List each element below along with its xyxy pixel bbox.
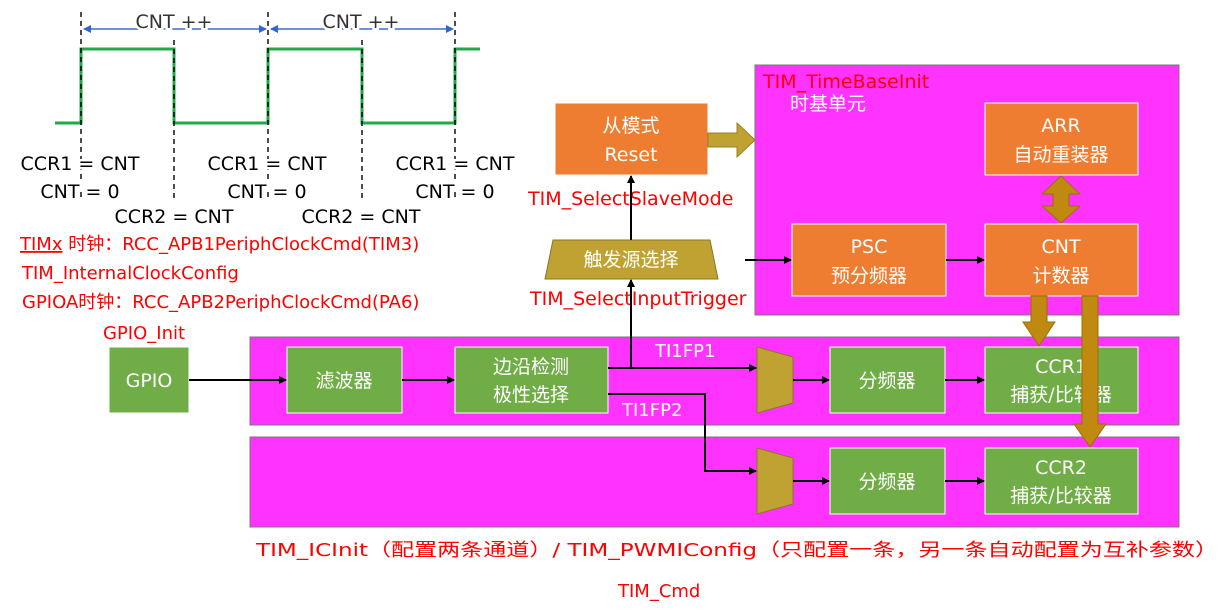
gpio-init-note: GPIO_Init [103,323,185,344]
timebase-unit-title: 时基单元 [790,93,866,115]
arr-label: ARR [1041,115,1080,137]
prescaler1-label: 分频器 [858,370,915,392]
psc-label: PSC [851,236,888,258]
slave-mode-reset-label: Reset [604,144,657,166]
arr-cnt-double-arrow [1040,175,1082,224]
channel2-mux [756,447,794,515]
filter-label: 滤波器 [315,370,372,392]
prescaler2-label: 分频器 [858,471,915,493]
internal-clock-note: TIM_InternalClockConfig [21,263,239,284]
ti1fp1-label: TI1FP1 [654,341,715,362]
slave-to-timebase-arrow [707,121,756,159]
ti1fp2-label: TI1FP2 [621,400,682,421]
slave-mode-label: 从模式 [602,115,659,137]
cnt-to-ccr2-arrow [1073,295,1107,448]
cnt-reset-label: CNT = 0 [40,181,119,203]
ccr2-capture-label: CCR2 = CNT [115,206,234,228]
psc-subtitle: 预分频器 [831,265,907,287]
arr-subtitle: 自动重装器 [1013,144,1108,166]
cnt-to-ccr1-arrow [1022,295,1056,347]
prescaler1-block [829,346,946,414]
channel1-mux [756,346,794,414]
edge-detect-label: 边沿检测 [493,356,569,378]
ccr1-label: CCR1 [1035,356,1087,378]
ccr1-capture-label: CCR1 = CNT [396,153,515,175]
cnt-reset-label: CNT = 0 [415,181,494,203]
filter-block [286,346,403,414]
cnt-increment-label: CNT ++ [136,11,213,33]
ccr2-block [984,447,1139,515]
gpioa-clock-note: GPIOA时钟：RCC_APB2PeriphClockCmd(PA6) [22,292,419,313]
ccr2-subtitle: 捕获/比较器 [1010,485,1111,507]
cnt-increment-label: CNT ++ [323,11,400,33]
select-input-trigger-label: TIM_SelectInputTrigger [529,288,747,310]
timx-clock-note: TIMx 时钟：RCC_APB1PeriphClockCmd(TIM3) [19,234,419,255]
waveform: CNT ++ CNT ++ CCR1 = CNT CCR1 = CNT CCR1… [18,9,517,229]
ccr1-block [984,346,1139,414]
tim-cmd-note: TIM_Cmd [617,581,700,602]
ccr1-capture-label: CCR1 = CNT [21,153,140,175]
cnt-label: CNT [1041,236,1080,258]
ccr2-label: CCR2 [1035,457,1087,479]
ccr2-capture-label: CCR2 = CNT [302,206,421,228]
gpio-label: GPIO [126,370,173,392]
arr-block [984,102,1139,176]
cnt-subtitle: 计数器 [1032,265,1089,287]
timebase-init-label: TIM_TimeBaseInit [762,71,929,93]
prescaler2-block [829,447,946,515]
cnt-reset-label: CNT = 0 [227,181,306,203]
trigger-select-block [544,239,719,280]
ccr1-capture-label: CCR1 = CNT [208,153,327,175]
ic-init-note: TIM_ICInit（配置两条通道）/ TIM_PWMIConfig（只配置一条… [255,540,1218,561]
edge-detect-block [454,346,609,414]
slave-mode-block [554,102,709,176]
trigger-select-label: 触发源选择 [583,249,678,271]
cnt-block [984,223,1139,297]
polarity-select-label: 极性选择 [493,384,569,406]
